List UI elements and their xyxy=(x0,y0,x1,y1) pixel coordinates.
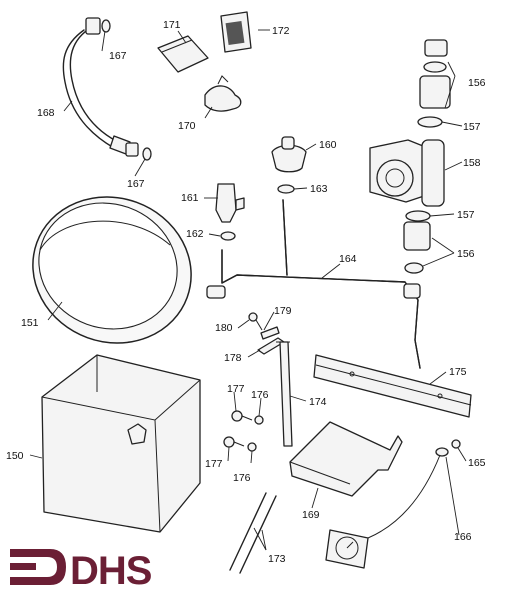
callout-156: 156 xyxy=(457,248,475,260)
callout-157: 157 xyxy=(463,121,481,133)
pressure-relief-valve xyxy=(215,183,245,223)
pump-valve xyxy=(403,221,431,251)
callout-177: 177 xyxy=(227,383,245,395)
sealing-washer xyxy=(220,231,236,241)
callout-161: 161 xyxy=(181,192,199,204)
callout-177: 177 xyxy=(205,458,223,470)
automatic-air-vent xyxy=(271,136,307,173)
callout-180: 180 xyxy=(215,322,233,334)
documents-pouch xyxy=(157,35,209,73)
fixing-screw xyxy=(248,312,263,331)
callout-150: 150 xyxy=(6,450,24,462)
leader-lines xyxy=(29,29,467,551)
callout-157: 157 xyxy=(457,209,475,221)
callout-167: 167 xyxy=(109,50,127,62)
callout-176: 176 xyxy=(233,472,251,484)
callout-175: 175 xyxy=(449,366,467,378)
pump-valve xyxy=(419,39,451,109)
sealing-washer xyxy=(101,19,111,33)
sealing-washer xyxy=(405,210,431,222)
instruction-booklet xyxy=(220,11,252,53)
gauge-clip xyxy=(451,439,461,449)
pressure-gauge xyxy=(325,529,369,569)
fixing-screw xyxy=(231,410,253,422)
callout-171: 171 xyxy=(163,19,181,31)
callout-169: 169 xyxy=(302,509,320,521)
callout-172: 172 xyxy=(272,25,290,37)
callout-164: 164 xyxy=(339,253,357,265)
boiler-casing xyxy=(41,354,201,533)
callout-178: 178 xyxy=(224,352,242,364)
mounting-rail xyxy=(313,354,472,418)
callout-156: 156 xyxy=(468,77,486,89)
sealing-washer xyxy=(142,147,152,161)
callout-173: 173 xyxy=(268,553,286,565)
dhs-logo: DHS xyxy=(10,549,153,593)
callout-179: 179 xyxy=(274,305,292,317)
fixing-screw xyxy=(223,436,245,448)
washer xyxy=(254,415,264,425)
callout-160: 160 xyxy=(319,139,337,151)
callout-151: 151 xyxy=(21,317,39,329)
callout-170: 170 xyxy=(178,120,196,132)
expansion-vessel xyxy=(32,196,192,344)
washer xyxy=(247,442,257,452)
capillary-tube xyxy=(367,447,449,539)
callout-166: 166 xyxy=(454,531,472,543)
pump xyxy=(369,139,445,207)
support-bracket xyxy=(276,341,293,447)
retaining-clip xyxy=(260,326,280,340)
sealing-washer xyxy=(417,116,443,128)
callout-158: 158 xyxy=(463,157,481,169)
callout-176: 176 xyxy=(251,389,269,401)
sealing-washer xyxy=(423,61,447,73)
callout-162: 162 xyxy=(186,228,204,240)
sealing-washer xyxy=(404,262,424,274)
logo-text: DHS xyxy=(70,549,152,593)
callout-163: 163 xyxy=(310,183,328,195)
sealing-washer xyxy=(277,184,295,194)
callout-167: 167 xyxy=(127,178,145,190)
control-tray xyxy=(289,421,403,497)
flexible-hose xyxy=(62,17,139,157)
callout-174: 174 xyxy=(309,396,327,408)
flow-pipe-assembly xyxy=(206,199,421,369)
callout-165: 165 xyxy=(468,457,486,469)
fittings-bag xyxy=(204,75,242,112)
callout-168: 168 xyxy=(37,107,55,119)
